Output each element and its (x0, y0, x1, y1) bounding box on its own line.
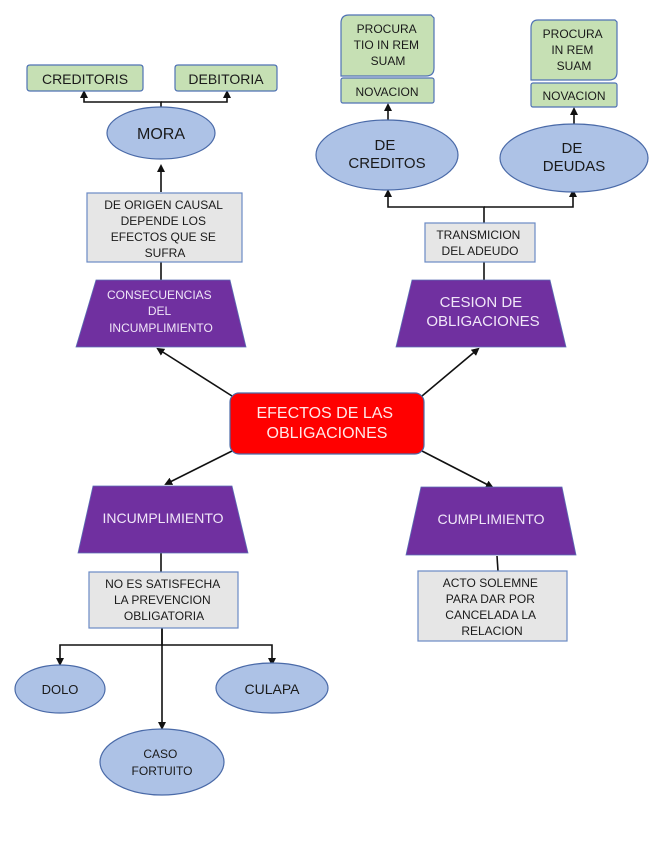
incumplimiento-label: INCUMPLIMIENTO (102, 510, 223, 526)
cesion-node[interactable]: CESION DE OBLIGACIONES (395, 279, 567, 348)
debitoria-label: DEBITORIA (188, 71, 264, 87)
mora-label: MORA (137, 126, 185, 143)
transmicion-note[interactable]: TRANSMICION DEL ADEUDO (424, 222, 536, 263)
de-creditos-text: DE CREDITOS (348, 137, 425, 172)
dolo-label: DOLO (42, 682, 79, 697)
incumplimiento-node[interactable]: INCUMPLIMIENTO (77, 485, 249, 554)
arrow-center-cesion (421, 347, 480, 397)
arrow-note-dolo (56, 628, 163, 666)
dolo-oval[interactable]: DOLO (14, 664, 106, 714)
de-creditos-oval[interactable]: DE CREDITOS (315, 119, 459, 191)
acto-solemne-text: ACTO SOLEMNE PARA DAR POR CANCELADA LA R… (443, 576, 541, 638)
procura-creditos-box[interactable]: PROCURA TIO IN REM SUAM (340, 14, 435, 77)
debitoria-box[interactable]: DEBITORIA (174, 64, 278, 92)
transmicion-text: TRANSMICION DEL ADEUDO (436, 228, 523, 258)
prevencion-text: NO ES SATISFECHA LA PREVENCION OBLIGATOR… (105, 577, 223, 623)
culapa-oval[interactable]: CULAPA (215, 662, 329, 714)
prevencion-note[interactable]: NO ES SATISFECHA LA PREVENCION OBLIGATOR… (88, 571, 239, 629)
arrow-center-cumplimiento (421, 450, 494, 488)
novacion-deudas-label: NOVACION (542, 89, 605, 103)
center-text: EFECTOS DE LAS OBLIGACIONES (256, 405, 397, 442)
origen-causal-note[interactable]: DE ORIGEN CAUSAL DEPENDE LOS EFECTOS QUE… (86, 192, 243, 263)
procura-deudas-text: PROCURA IN REM SUAM (543, 27, 606, 73)
culapa-label: CULAPA (245, 681, 301, 697)
arrow-center-consecuencias (156, 347, 233, 397)
acto-solemne-note[interactable]: ACTO SOLEMNE PARA DAR POR CANCELADA LA R… (417, 570, 568, 642)
creditoris-label: CREDITORIS (42, 71, 128, 87)
procura-creditos-text: PROCURA TIO IN REM SUAM (354, 22, 423, 68)
de-deudas-text: DE DEUDAS (543, 140, 606, 175)
procura-deudas-box[interactable]: PROCURA IN REM SUAM (530, 19, 618, 81)
novacion-creditos-label: NOVACION (355, 85, 418, 99)
consecuencias-text: CONSECUENCIAS DEL INCUMPLIMIENTO (107, 288, 215, 335)
consecuencias-node[interactable]: CONSECUENCIAS DEL INCUMPLIMIENTO (75, 279, 247, 348)
arrow-center-incumplimiento (164, 450, 233, 485)
arrow-mora-debitoria (161, 90, 231, 103)
cesion-text: CESION DE OBLIGACIONES (426, 294, 539, 330)
caso-fortuito-oval[interactable]: CASO FORTUITO (99, 728, 225, 796)
novacion-creditos-box[interactable]: NOVACION (340, 77, 435, 104)
center-node[interactable]: EFECTOS DE LAS OBLIGACIONES (229, 392, 425, 455)
arrow-note-creditos (384, 189, 485, 224)
mora-oval[interactable]: MORA (106, 106, 216, 160)
line-cump-note (496, 555, 499, 572)
caso-fortuito-text: CASO FORTUITO (132, 747, 193, 778)
creditoris-box[interactable]: CREDITORIS (26, 64, 144, 92)
arrow-note-culapa (162, 644, 276, 666)
cumplimiento-label: CUMPLIMIENTO (437, 511, 544, 527)
origen-causal-text: DE ORIGEN CAUSAL DEPENDE LOS EFECTOS QUE… (104, 198, 226, 260)
arrow-note-deudas (484, 189, 577, 208)
de-deudas-oval[interactable]: DE DEUDAS (499, 123, 649, 193)
connectors (56, 90, 578, 730)
cumplimiento-node[interactable]: CUMPLIMIENTO (405, 486, 577, 556)
arrow-mora-creditoris (80, 90, 162, 110)
novacion-deudas-box[interactable]: NOVACION (530, 82, 618, 108)
